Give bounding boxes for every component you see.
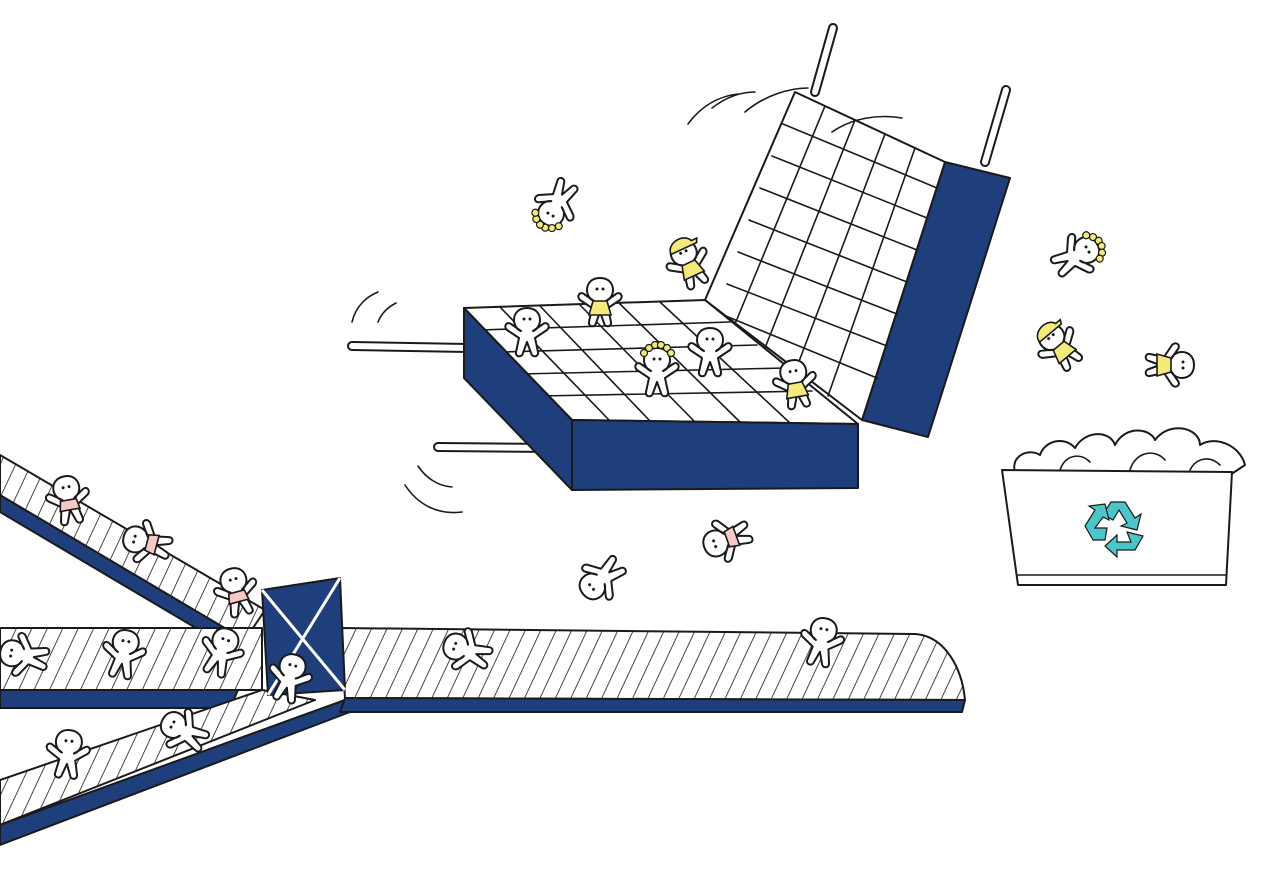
suitcase-shaker [347, 23, 1011, 514]
dolls-on-belts [0, 473, 849, 782]
recycle-bin [1001, 427, 1246, 586]
suitcase-base [463, 299, 859, 491]
motion-marks [351, 87, 903, 514]
suitcase-lid [704, 91, 1011, 438]
main-conveyor-belt [339, 627, 966, 713]
recycle-icon [1084, 501, 1144, 559]
doll-pile [1013, 427, 1246, 476]
